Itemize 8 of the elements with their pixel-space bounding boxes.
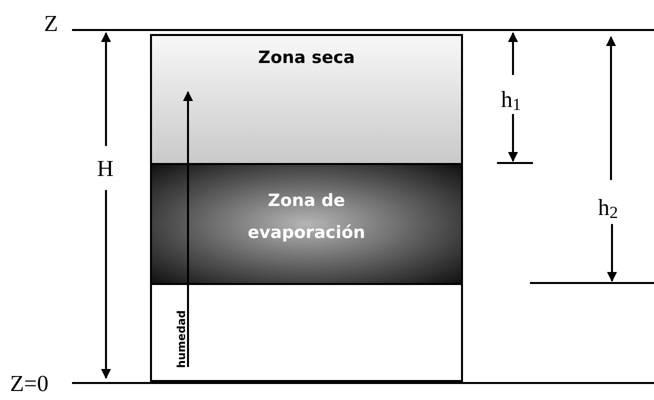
- dry-zone-band: [152, 36, 461, 165]
- flow-label: humedad: [176, 310, 187, 368]
- soil-column: [150, 34, 463, 382]
- zone-label: Zona seca: [257, 47, 356, 70]
- evaporation-zone-band: [152, 165, 461, 285]
- zone-label: Zona de evaporación: [246, 190, 366, 245]
- dimension-label: h$_{2}$: [598, 196, 618, 221]
- dimension-label: h$_{1}$: [501, 88, 521, 113]
